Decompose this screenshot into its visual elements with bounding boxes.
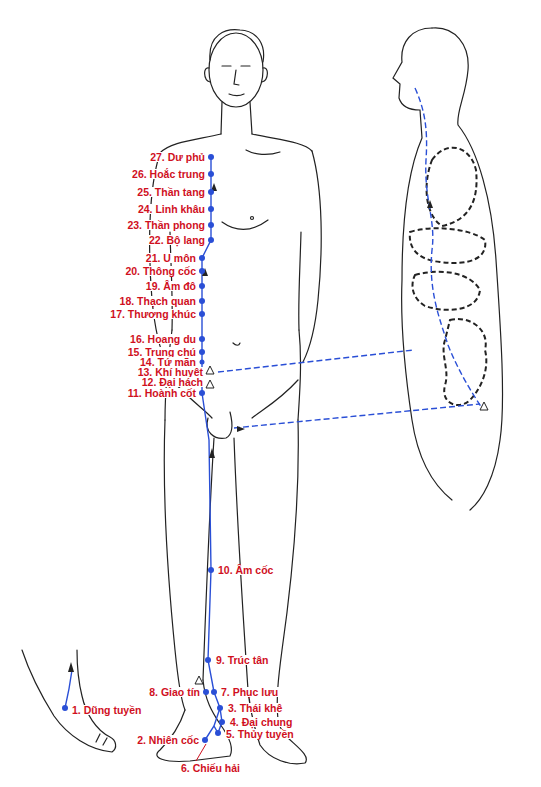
face xyxy=(222,66,250,96)
point-label: 13. Khí huyệt xyxy=(137,367,204,377)
point-label: 20. Thông cốc xyxy=(124,266,197,276)
left-leg-outer xyxy=(164,420,185,710)
hair xyxy=(210,30,264,62)
acupoints xyxy=(62,154,225,743)
sole-branch xyxy=(65,670,72,708)
organs xyxy=(410,148,487,405)
stomach xyxy=(412,272,480,310)
inset-toes xyxy=(96,734,107,745)
genitals xyxy=(207,412,232,438)
projection-lines xyxy=(218,350,480,428)
point-label: 12. Đại hách xyxy=(141,377,204,387)
intestine xyxy=(444,319,487,405)
point-label: 24. Linh khâu xyxy=(137,204,206,214)
point-label: 5. Thủy tuyền xyxy=(225,729,295,739)
meridian xyxy=(65,88,482,740)
navel xyxy=(233,343,240,345)
point-label: 18. Thạch quan xyxy=(119,296,197,306)
point-label: 14. Tứ mãn xyxy=(139,357,197,367)
point-label: 26. Hoắc trung xyxy=(131,169,206,179)
leader-line xyxy=(196,744,206,761)
liver xyxy=(410,228,486,263)
point-label: 3. Thái khê xyxy=(227,703,283,713)
point-label: 4. Đại chung xyxy=(229,717,293,727)
right-arm xyxy=(303,151,321,362)
point-label: 2. Nhiên cốc xyxy=(136,735,200,745)
side-back xyxy=(432,28,503,510)
point-label: 8. Giao tín xyxy=(148,687,201,697)
neck xyxy=(221,102,252,134)
right-arm-inner xyxy=(299,232,301,330)
nipple xyxy=(251,217,254,220)
point-label: 23. Thần phong xyxy=(126,220,206,230)
right-leg-outer xyxy=(277,420,298,720)
point-label: 9. Trúc tân xyxy=(215,655,270,665)
point-triangles xyxy=(195,366,488,684)
point-label: 15. Trung chú xyxy=(127,347,197,357)
internal-branch xyxy=(415,88,482,408)
point-label: 22. Bộ lang xyxy=(148,235,206,245)
point-label: 25. Thần tang xyxy=(136,187,206,197)
point-label: 6. Chiếu hải xyxy=(180,763,241,773)
right-leg-inner xyxy=(234,438,248,690)
point-label: 10. Âm cốc xyxy=(217,565,274,575)
lung xyxy=(427,148,477,226)
chest xyxy=(222,150,280,229)
side-front xyxy=(393,28,452,500)
inset-foot xyxy=(22,650,116,752)
point-label: 19. Âm đô xyxy=(145,281,197,291)
body-outline xyxy=(22,28,503,764)
head xyxy=(209,33,263,107)
point-label: 16. Hoang du xyxy=(129,334,197,344)
arrows xyxy=(68,183,433,672)
point-label: 7. Phục lưu xyxy=(220,687,279,697)
shoulders xyxy=(160,134,312,153)
point-label: 17. Thương khúc xyxy=(109,309,197,319)
point-label: 21. U môn xyxy=(145,253,197,263)
point-label: 1. Dũng tuyền xyxy=(71,705,142,715)
point-label: 11. Hoành cốt xyxy=(127,388,197,398)
point-label: 27. Dư phủ xyxy=(149,152,206,162)
